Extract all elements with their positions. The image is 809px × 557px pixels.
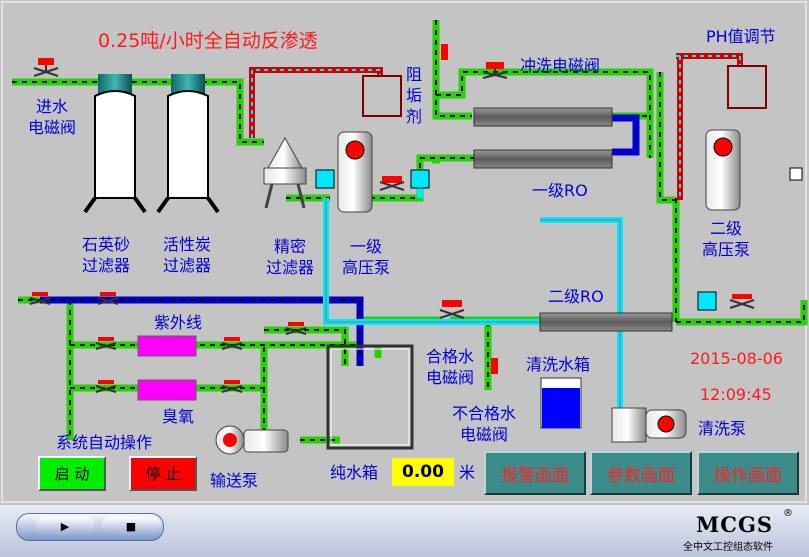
hp-pump-2-label: 二级 高压泵 (701, 219, 750, 259)
quartz-sand-filter (83, 74, 147, 214)
pure-water-tank (326, 344, 414, 450)
player-control: ▶ ■ (16, 513, 164, 541)
wash-tank-label: 清洗水箱 (526, 355, 591, 374)
hp-pump-2 (705, 129, 741, 211)
scale-inhibitor-tank (362, 75, 402, 117)
blue-product-pipes (40, 114, 640, 366)
quartz-filter-label: 石英砂 过滤器 (81, 235, 130, 275)
pure-tank-label: 纯水箱 (330, 463, 379, 482)
stop-run-button[interactable]: ■ (101, 517, 161, 535)
qualified-valve-label: 合格水 电磁阀 (425, 347, 474, 387)
ph-dosing-tank (727, 65, 767, 109)
auto-operation-label: 系统自动操作 (56, 433, 153, 452)
wash-pump-label: 清洗泵 (698, 419, 747, 438)
brand-logo: MCGS (696, 512, 774, 537)
solenoid-valves (29, 44, 755, 393)
precision-filter-label: 精密 过滤器 (265, 237, 314, 277)
ro-2-label: 二级RO (548, 287, 604, 306)
hp-pump-1 (337, 131, 373, 213)
pressure-gauge-3 (697, 291, 717, 311)
ro-membrane-1b (473, 149, 613, 169)
brand-registered-mark: ® (783, 508, 793, 519)
page-title: 0.25吨/小时全自动反渗透 (98, 30, 318, 52)
activated-carbon-filter (156, 74, 220, 214)
stop-button[interactable]: 停 止 (129, 456, 197, 491)
transfer-pump (215, 425, 289, 455)
pure-water-level-value: 0.00 (392, 458, 454, 486)
cyan-pipes (323, 180, 623, 410)
pure-level-unit: 米 (459, 463, 476, 482)
alarm-screen-button[interactable]: 报警画面 (484, 451, 586, 495)
precision-filter (263, 136, 307, 209)
scale-inhibitor-label: 阻 垢 剂 (405, 65, 422, 126)
hp-pump-1-label: 一级 高压泵 (341, 237, 390, 277)
carbon-filter-label: 活性炭 过滤器 (162, 235, 211, 275)
time-display: 12:09:45 (700, 385, 772, 404)
uv-sterilizer (137, 335, 197, 357)
params-screen-button[interactable]: 参数画面 (590, 451, 692, 495)
uv-label: 紫外线 (154, 313, 203, 332)
inlet-valve-label: 进水 电磁阀 (27, 97, 76, 137)
window-close-box[interactable] (789, 167, 803, 181)
ozone-label: 臭氧 (162, 407, 195, 426)
start-button[interactable]: 启 动 (38, 456, 106, 491)
pressure-gauge-1 (315, 169, 335, 189)
pressure-gauge-2 (410, 169, 430, 189)
brand-subtitle: 全中文工控组态软件 (683, 542, 773, 553)
ph-adjust-label: PH值调节 (706, 27, 776, 46)
wash-water-tank (540, 377, 582, 429)
red-dosing-pipes (249, 53, 743, 200)
play-button[interactable]: ▶ (35, 517, 95, 535)
process-diagram (1, 1, 808, 503)
flush-valve-label: 冲洗电磁阀 (520, 56, 601, 75)
transfer-pump-label: 输送泵 (210, 471, 259, 490)
ro-1-label: 一级RO (532, 181, 588, 200)
unqualified-valve-label: 不合格水 电磁阀 (451, 404, 516, 444)
ro-membrane-2 (539, 312, 673, 332)
wash-pump (611, 407, 687, 443)
ro-membrane-1a (473, 107, 613, 127)
ozone-generator (137, 379, 197, 401)
date-display: 2015-08-06 (690, 349, 783, 368)
operation-screen-button[interactable]: 操作画面 (697, 451, 799, 495)
